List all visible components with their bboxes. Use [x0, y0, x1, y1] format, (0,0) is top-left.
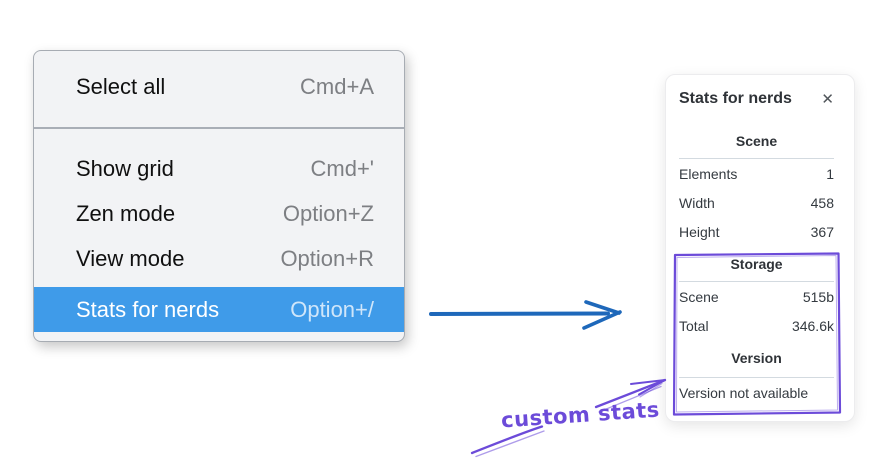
menu-item-shortcut: Cmd+' [310, 155, 375, 181]
menu-item-label: Select all [76, 73, 166, 99]
stat-value: 458 [810, 194, 834, 211]
stat-value: 515b [802, 288, 834, 305]
section-storage: Storage Scene 515b Total 346.6k [679, 254, 834, 340]
menu-item-show-grid[interactable]: Show grid Cmd+' [34, 146, 404, 191]
stat-value: 1 [826, 165, 834, 182]
stat-row-height: Height 367 [679, 217, 834, 246]
stat-label: Height [679, 223, 720, 240]
menu-item-label: Show grid [76, 155, 174, 181]
close-icon[interactable]: ✕ [821, 89, 834, 108]
menu-item-shortcut: Option+R [280, 245, 374, 271]
version-note: Version not available [679, 384, 809, 401]
stat-value: 367 [810, 223, 834, 240]
stat-value: 346.6k [791, 317, 834, 334]
menu-item-shortcut: Option+/ [290, 296, 374, 322]
menu-separator [34, 127, 404, 129]
menu-item-select-all[interactable]: Select all Cmd+A [34, 64, 404, 109]
menu-item-label: View mode [76, 245, 185, 271]
stat-label: Scene [679, 288, 719, 305]
menu-item-zen-mode[interactable]: Zen mode Option+Z [34, 191, 404, 236]
menu-item-shortcut: Cmd+A [300, 73, 374, 99]
menu-item-label: Stats for nerds [76, 296, 220, 322]
context-menu: Select all Cmd+A Show grid Cmd+' Zen mod… [33, 50, 405, 342]
stats-panel-title: Stats for nerds [679, 90, 792, 107]
section-divider [679, 158, 834, 159]
blue-arrow [429, 300, 622, 330]
section-version: Version Version not available [679, 348, 834, 407]
stats-panel: Stats for nerds ✕ Scene Elements 1 Width… [665, 74, 855, 422]
stat-label: Elements [679, 165, 738, 182]
menu-item-stats-for-nerds[interactable]: Stats for nerds Option+/ [34, 287, 404, 332]
stat-row-total-storage: Total 346.6k [679, 311, 834, 340]
section-heading: Version [731, 350, 782, 366]
menu-item-label: Zen mode [76, 200, 176, 226]
menu-item-view-mode[interactable]: View mode Option+R [34, 236, 404, 281]
section-scene: Scene Elements 1 Width 458 Height 367 [679, 131, 834, 246]
stat-row-elements: Elements 1 [679, 159, 834, 188]
menu-item-shortcut: Option+Z [282, 200, 374, 226]
stat-label: Total [679, 317, 709, 334]
stats-panel-header: Stats for nerds ✕ [679, 87, 834, 111]
section-heading: Scene [735, 133, 778, 149]
stat-row-scene-storage: Scene 515b [679, 282, 834, 311]
stat-label: Width [679, 194, 715, 211]
stat-row-width: Width 458 [679, 188, 834, 217]
section-heading: Storage [730, 256, 783, 272]
annotation-label: custom stats [500, 397, 661, 433]
